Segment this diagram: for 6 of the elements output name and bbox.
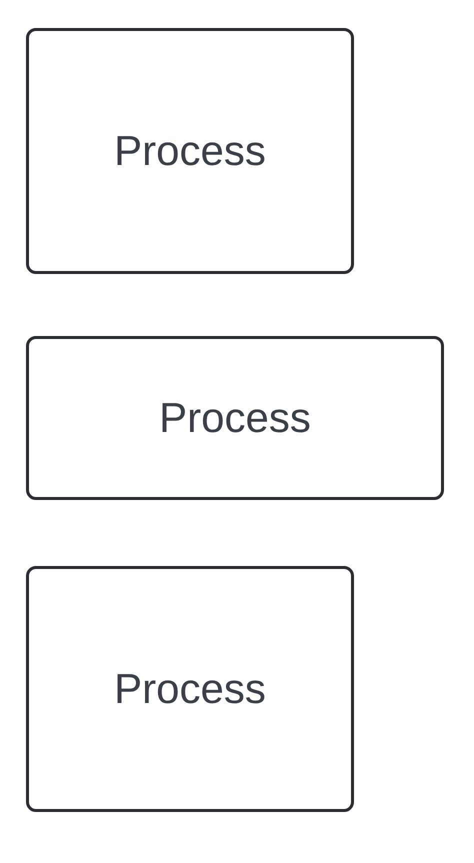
process-box: [26, 566, 354, 812]
process-box: [26, 28, 354, 274]
process-label: Process: [159, 392, 311, 443]
process-label: Process: [114, 664, 266, 714]
process-label: Process: [114, 126, 266, 176]
process-box: [26, 336, 444, 500]
